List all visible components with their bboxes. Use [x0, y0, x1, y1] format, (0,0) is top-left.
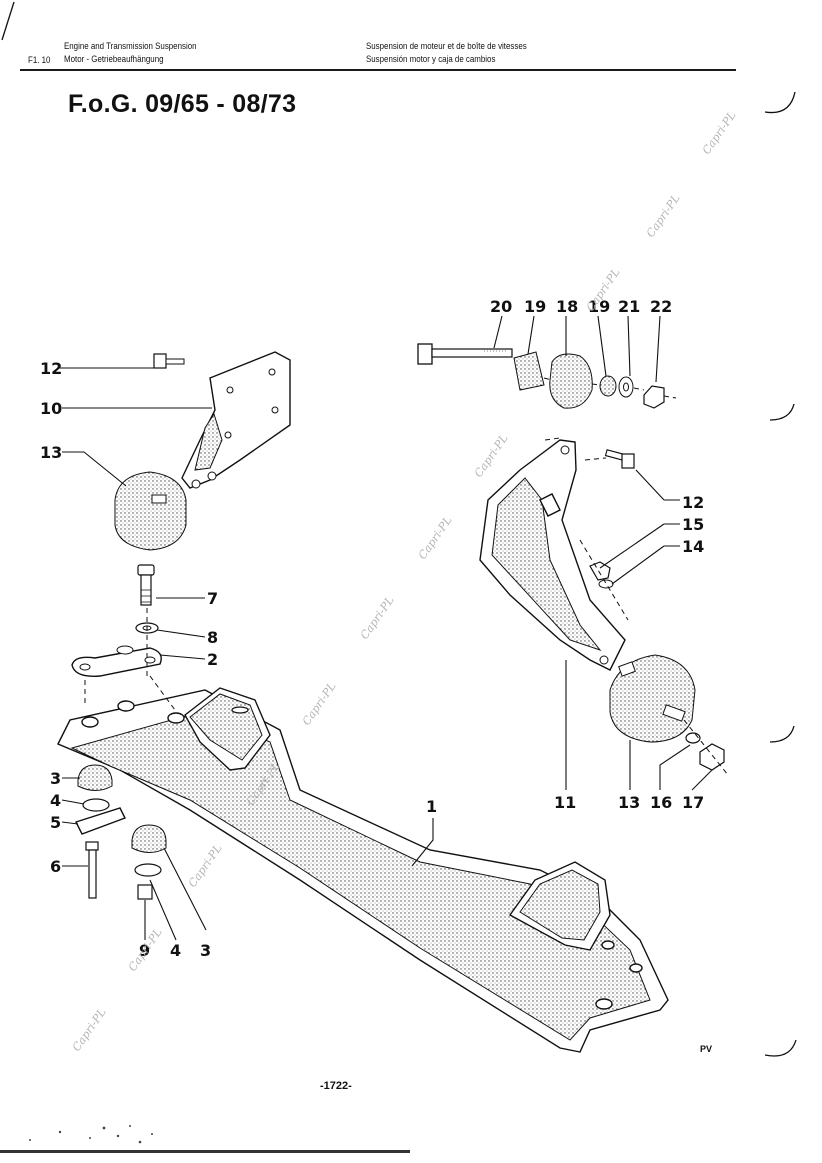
bolt-part-12-right	[604, 449, 635, 469]
callout-7: 7	[207, 589, 218, 608]
watermark: Capri-PL	[472, 432, 511, 480]
header-right-line2: Suspensión motor y caja de cambios	[366, 54, 496, 64]
callout-9: 9	[139, 941, 150, 960]
leader-lines	[58, 315, 713, 941]
page-title: F.o.G. 09/65 - 08/73	[68, 90, 297, 118]
callout-4-a: 4	[50, 791, 61, 810]
stud-part-7	[137, 564, 155, 606]
header-right-line1: Suspension de moteur et de boîte de vite…	[366, 41, 527, 51]
callout-2: 2	[207, 650, 218, 669]
callout-numbers: 20 19 18 19 21 22 12 10 13 12 15 14 7 8 …	[40, 297, 704, 960]
watermark: Capri-PL	[358, 594, 397, 642]
watermark: Capri-PL	[300, 680, 339, 728]
callout-12-right: 12	[682, 493, 704, 512]
callout-4-b: 4	[170, 941, 181, 960]
watermark: Capri-PL	[186, 842, 225, 890]
fastener-stack-left	[75, 764, 167, 900]
corner-mark: PV	[700, 1044, 713, 1054]
section-code: F1. 10	[28, 55, 51, 65]
watermark: Capri-PL	[70, 1006, 109, 1054]
callout-10: 10	[40, 399, 62, 418]
header-rule	[20, 69, 736, 71]
callout-1: 1	[426, 797, 437, 816]
callout-14: 14	[682, 537, 704, 556]
callout-19-a: 19	[524, 297, 546, 316]
washer-part-16-nut-part-17	[685, 732, 725, 771]
watermark: Capri-PL	[416, 514, 455, 562]
nut-part-15-washer-14	[589, 561, 614, 589]
insulator-part-13-left	[114, 471, 187, 551]
callout-17: 17	[682, 793, 704, 812]
callout-5: 5	[50, 813, 61, 832]
callout-20: 20	[490, 297, 512, 316]
callout-21: 21	[618, 297, 640, 316]
left-mount-bracket-part-10	[181, 351, 291, 489]
page-number: -1722-	[320, 1080, 352, 1092]
callout-13-left: 13	[40, 443, 62, 462]
header-left-line1: Engine and Transmission Suspension	[64, 41, 197, 51]
callout-19-b: 19	[588, 297, 610, 316]
callout-13-right: 13	[618, 793, 640, 812]
callout-8: 8	[207, 628, 218, 647]
scan-noise	[0, 1125, 410, 1153]
callout-16: 16	[650, 793, 672, 812]
through-bolt-assembly	[417, 343, 677, 409]
watermark: Capri-PL	[700, 109, 739, 157]
header-left-line2: Motor - Getriebeaufhängung	[64, 54, 164, 64]
crossmember-part-1	[57, 687, 669, 1053]
right-mount-bracket-part-11	[479, 439, 626, 671]
callout-22: 22	[650, 297, 672, 316]
insulator-part-13-right	[609, 654, 696, 743]
bolt-part-12-left	[153, 353, 185, 369]
callout-18: 18	[556, 297, 578, 316]
callout-12-left: 12	[40, 359, 62, 378]
callout-11: 11	[554, 793, 576, 812]
callout-15: 15	[682, 515, 704, 534]
callout-3-a: 3	[50, 769, 61, 788]
plate-part-2	[71, 645, 162, 677]
margin-marks	[1, 1, 797, 1057]
callout-6: 6	[50, 857, 61, 876]
callout-3-b: 3	[200, 941, 211, 960]
watermark: Capri-PL	[644, 192, 683, 240]
alignment-lines-right	[544, 437, 729, 776]
alignment-line-left	[84, 608, 176, 711]
